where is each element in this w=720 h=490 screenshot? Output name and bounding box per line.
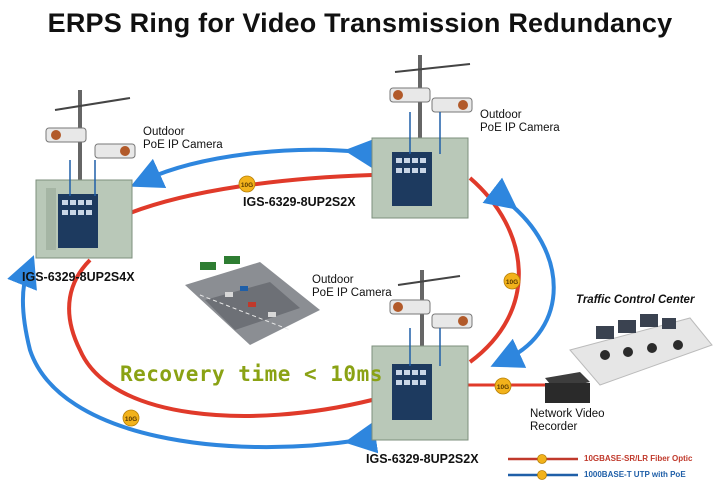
device-label-left: IGS-6329-8UP2S4X bbox=[22, 270, 135, 284]
badge-10g: 10G bbox=[494, 377, 512, 395]
cabinet-left bbox=[35, 90, 136, 259]
badge-10g-label: 10G bbox=[506, 279, 518, 286]
device-label-bottom: IGS-6329-8UP2S2X bbox=[366, 452, 479, 466]
device-label-top: IGS-6329-8UP2S2X bbox=[243, 195, 356, 209]
camera-lens-icon bbox=[458, 100, 468, 110]
camera-label-left: Outdoor PoE IP Camera bbox=[143, 126, 223, 152]
badge-10g-label: 10G bbox=[125, 416, 137, 423]
nvr-device bbox=[545, 372, 590, 403]
nvr-label-line: Recorder bbox=[530, 421, 578, 433]
legend-fiber-badge-icon bbox=[537, 454, 547, 464]
legend-lines bbox=[508, 454, 578, 480]
camera-label-line: PoE IP Camera bbox=[143, 139, 223, 151]
camera-label-top: Outdoor PoE IP Camera bbox=[480, 109, 560, 135]
cabinet-bottom bbox=[371, 270, 473, 441]
badge-10g-label: 10G bbox=[497, 384, 509, 391]
badge-10g: 10G bbox=[238, 175, 256, 193]
camera-label-line: PoE IP Camera bbox=[480, 122, 560, 134]
badge-10g: 10G bbox=[503, 272, 521, 290]
camera-lens-icon bbox=[120, 146, 130, 156]
camera-label-line: PoE IP Camera bbox=[312, 287, 392, 299]
camera-label-line: Outdoor bbox=[312, 274, 354, 286]
traffic-control-room bbox=[569, 314, 713, 386]
redundancy-arrows bbox=[7, 137, 556, 454]
page-title: ERPS Ring for Video Transmission Redunda… bbox=[47, 8, 673, 38]
camera-lens-icon bbox=[51, 130, 61, 140]
camera-lens-icon bbox=[393, 90, 403, 100]
badge-10g-label: 10G bbox=[241, 182, 253, 189]
cabinet-top bbox=[371, 55, 473, 219]
camera-lens-icon bbox=[393, 302, 403, 312]
camera-label-bottom: Outdoor PoE IP Camera bbox=[312, 274, 392, 300]
legend-fiber-label: 10GBASE-SR/LR Fiber Optic bbox=[584, 454, 693, 463]
legend-utp-label: 1000BASE-T UTP with PoE bbox=[584, 470, 686, 479]
nvr-label-line: Network Video bbox=[530, 408, 605, 420]
traffic-control-center-label: Traffic Control Center bbox=[576, 294, 695, 306]
nvr-label: Network Video Recorder bbox=[530, 408, 605, 434]
legend-utp-badge-icon bbox=[537, 470, 547, 480]
camera-lens-icon bbox=[458, 316, 468, 326]
camera-label-line: Outdoor bbox=[480, 109, 522, 121]
arrow-bottom-left bbox=[7, 255, 379, 454]
recovery-time-text: Recovery time < 10ms bbox=[120, 362, 383, 386]
highway-illustration bbox=[185, 256, 320, 345]
camera-label-line: Outdoor bbox=[143, 126, 185, 138]
arrow-right bbox=[482, 177, 556, 368]
arrow-top-left bbox=[130, 137, 378, 188]
badge-10g: 10G bbox=[122, 409, 140, 427]
